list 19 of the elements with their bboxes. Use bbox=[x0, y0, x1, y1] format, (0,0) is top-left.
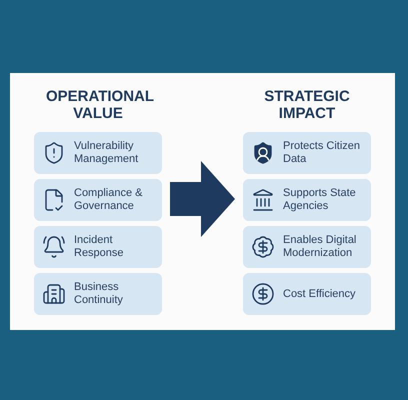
item-card bbox=[34, 273, 162, 315]
item-label: Incident Response bbox=[74, 234, 125, 260]
item-label: Supports State Agencies bbox=[283, 187, 357, 213]
item-label: Business Continuity bbox=[74, 281, 124, 307]
item-label: Enables Digital Modernization bbox=[283, 234, 358, 260]
item-card bbox=[34, 132, 162, 174]
item-card bbox=[34, 179, 162, 221]
item-card bbox=[243, 226, 371, 268]
item-label: Compliance & Governance bbox=[74, 187, 144, 213]
item-label: Vulnerability Management bbox=[74, 140, 140, 166]
column-heading: STRATEGIC IMPACT bbox=[263, 88, 351, 122]
item-label: Cost Efficiency bbox=[283, 288, 356, 300]
item-card bbox=[34, 226, 162, 268]
column-heading: OPERATIONAL VALUE bbox=[45, 88, 156, 122]
block-arrow bbox=[170, 161, 235, 237]
item-card bbox=[243, 273, 371, 315]
item-label: Protects Citizen Data bbox=[283, 140, 362, 166]
item-card bbox=[243, 179, 371, 221]
item-card bbox=[243, 132, 371, 174]
